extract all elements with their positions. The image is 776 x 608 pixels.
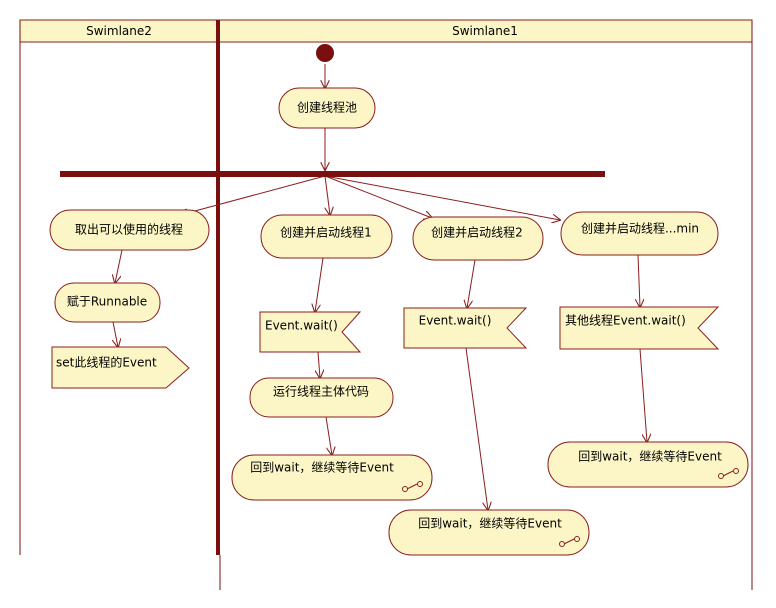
accept-event-wait2: Event.wait() — [403, 307, 528, 349]
edge-waitmin-to-backmin — [639, 348, 647, 442]
signal-set-event-label: set此线程的Event — [56, 355, 157, 370]
subactivity-back1-label: 回到wait，继续等待Event — [250, 461, 394, 475]
accept-event-wait1-label: Event.wait() — [265, 319, 338, 333]
action-take-thread: 取出可以使用的线程 — [49, 209, 210, 251]
accept-event-waitmin: 其他线程Event.wait() — [559, 306, 720, 350]
subactivity-back2-label: 回到wait，继续等待Event — [418, 517, 562, 531]
action-start-thread2-shape — [412, 216, 544, 261]
accept-event-wait2-label: Event.wait() — [419, 314, 492, 328]
subactivity-backmin: 回到wait，继续等待Event — [547, 441, 749, 488]
edge-threadmin-to-waitmin — [638, 254, 640, 307]
action-create-thread-pool: 创建线程池 — [278, 87, 376, 129]
edge-thread2-to-wait2 — [467, 259, 476, 308]
accept-event-waitmin-label: 其他线程Event.wait() — [565, 313, 686, 328]
edge-fork-to-thread1 — [324, 175, 330, 215]
action-create-thread-pool-label: 创建线程池 — [297, 100, 357, 115]
edge-wait2-to-back2 — [465, 347, 488, 510]
action-assign-runnable-shape — [54, 282, 161, 323]
edges — [113, 64, 647, 510]
subactivity-back1-shape — [231, 454, 433, 501]
signal-set-event-shape — [51, 346, 190, 389]
action-run-thread-body-label: 运行线程主体代码 — [273, 384, 369, 399]
swimlane-frame: Swimlane2 Swimlane1 — [19, 19, 753, 590]
signal-set-event: set此线程的Event — [51, 346, 190, 389]
edge-wait1-to-run — [318, 351, 320, 378]
edge-take-to-assign — [115, 249, 123, 283]
action-start-thread1-shape — [260, 214, 393, 259]
edge-thread1-to-wait1 — [315, 257, 324, 312]
initial-node — [316, 44, 334, 62]
action-assign-runnable-label: 赋于Runnable — [67, 295, 147, 309]
subactivity-backmin-icon — [718, 468, 739, 479]
action-start-thread2-label: 创建并启动线程2 — [431, 225, 523, 240]
subactivity-back1: 回到wait，继续等待Event — [231, 454, 433, 501]
action-take-thread-shape — [49, 209, 210, 251]
edge-fork-to-thread2 — [324, 175, 432, 218]
subactivity-back2-icon — [559, 536, 580, 547]
fork-bar — [60, 171, 605, 177]
edge-fork-to-take-thread — [180, 175, 326, 215]
action-start-threadmin-shape — [560, 211, 719, 256]
swimlane1-title: Swimlane1 — [452, 24, 518, 38]
action-start-threadmin-label: 创建并启动线程...min — [581, 221, 699, 236]
accept-event-wait1-shape — [259, 311, 362, 353]
accept-event-waitmin-shape — [559, 306, 720, 350]
action-start-thread1-label: 创建并启动线程1 — [280, 225, 372, 240]
subactivity-back2: 回到wait，继续等待Event — [388, 509, 590, 556]
action-start-threadmin: 创建并启动线程...min — [560, 211, 719, 256]
subactivity-back2-shape — [388, 509, 590, 556]
subactivity-back1-icon — [402, 481, 423, 492]
subactivity-backmin-shape — [547, 441, 749, 488]
accept-event-wait1: Event.wait() — [259, 311, 362, 353]
action-start-thread2: 创建并启动线程2 — [412, 216, 544, 261]
action-take-thread-label: 取出可以使用的线程 — [75, 222, 183, 237]
edge-run-to-back1 — [325, 416, 332, 455]
accept-event-wait2-shape — [403, 307, 528, 349]
action-create-thread-pool-shape — [278, 87, 376, 129]
subactivity-backmin-label: 回到wait，继续等待Event — [578, 450, 722, 464]
action-run-thread-body-shape — [249, 377, 394, 418]
action-assign-runnable: 赋于Runnable — [54, 282, 161, 323]
swimlane2-title: Swimlane2 — [86, 24, 152, 38]
edge-assign-to-set-event — [113, 321, 118, 347]
action-run-thread-body: 运行线程主体代码 — [249, 377, 394, 418]
action-start-thread1: 创建并启动线程1 — [260, 214, 393, 259]
edge-fork-to-threadmin — [324, 175, 560, 220]
